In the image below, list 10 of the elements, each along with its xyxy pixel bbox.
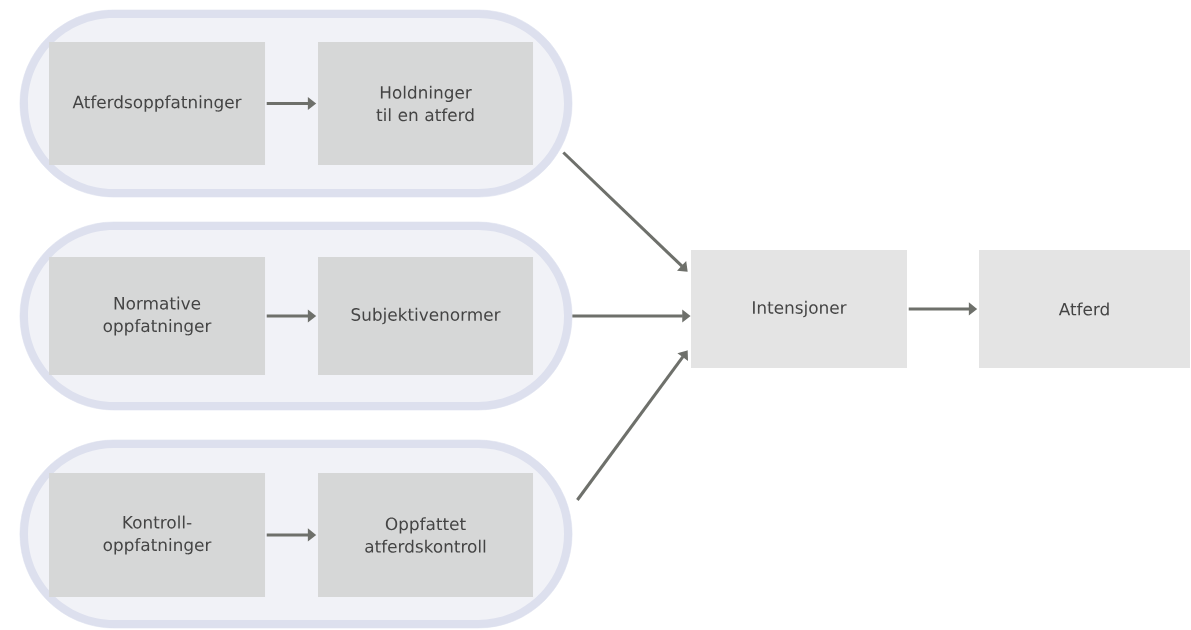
process-box: Oppfattet atferdskontroll [318,473,534,597]
arrow [576,350,688,501]
process-box: Kontroll- oppfatninger [49,473,266,597]
process-box: Normative oppfatninger [49,257,266,375]
process-box: Intensjoner [691,250,908,368]
process-box: Atferd [979,250,1191,368]
process-box: Atferdsoppfatninger [49,42,266,165]
arrow [562,151,688,272]
process-box: Subjektivenormer [318,257,534,375]
process-box: Holdninger til en atferd [318,42,534,165]
